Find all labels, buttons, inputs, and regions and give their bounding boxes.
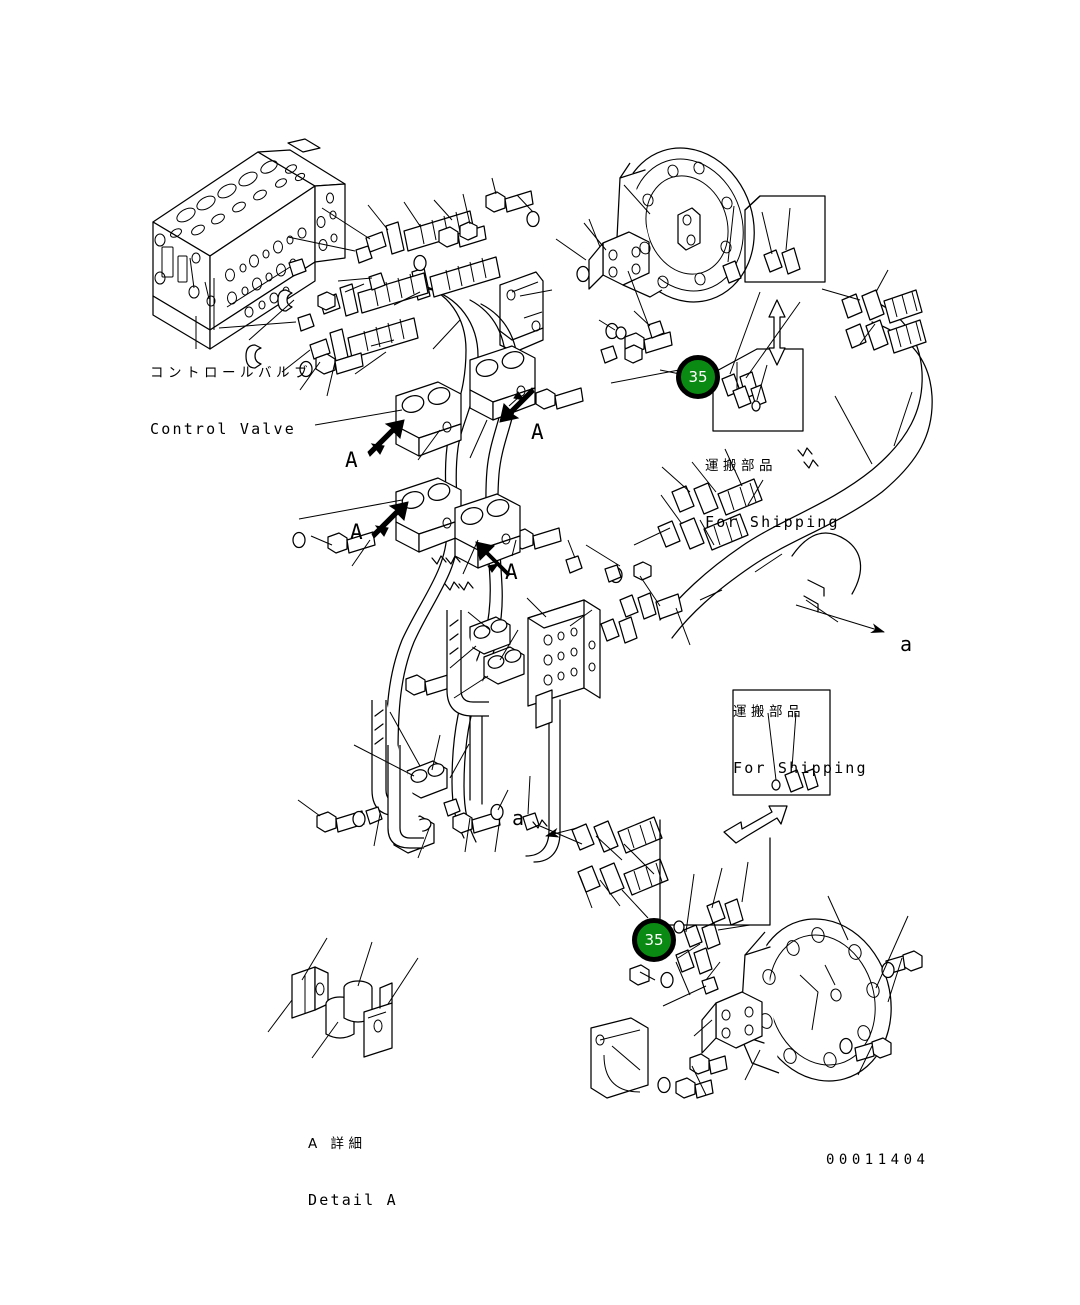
hose-guard-bracket-upper bbox=[499, 271, 544, 353]
callout-35-lower[interactable]: 35 bbox=[632, 918, 676, 962]
section-mark-a-4: A bbox=[505, 560, 518, 584]
for-shipping-lower-label-en: For Shipping bbox=[733, 758, 868, 777]
callout-35-upper-number: 35 bbox=[688, 368, 708, 386]
section-arrows bbox=[367, 387, 535, 577]
section-mark-a-2: A bbox=[531, 420, 544, 444]
swivel-joint-block bbox=[527, 599, 601, 729]
for-shipping-box-lower bbox=[659, 689, 831, 926]
label-control-valve: コントロールバルブ Control Valve bbox=[150, 327, 312, 477]
section-mark-a-1: A bbox=[345, 448, 358, 472]
reference-a-arrows bbox=[545, 579, 885, 838]
hose-guard-bracket-lower bbox=[590, 1017, 649, 1099]
swing-motor-housing-lower bbox=[701, 918, 892, 1082]
swing-motor-housing-upper bbox=[588, 147, 755, 303]
detail-a-label-jp: A 詳細 bbox=[308, 1136, 367, 1152]
control-valve-block bbox=[152, 138, 346, 350]
label-for-shipping-upper: 運搬部品 For Shipping bbox=[705, 420, 840, 570]
detail-a-label-en: Detail A bbox=[308, 1190, 398, 1209]
callout-35-lower-number: 35 bbox=[644, 931, 664, 949]
for-shipping-upper-label-jp: 運搬部品 bbox=[705, 458, 777, 474]
control-valve-label-en: Control Valve bbox=[150, 419, 296, 438]
port-plugs bbox=[288, 245, 386, 332]
label-detail-a: A 詳細 Detail A bbox=[308, 1098, 398, 1248]
section-mark-a-3: A bbox=[350, 520, 363, 544]
detail-a-assembly bbox=[291, 966, 393, 1058]
u-bend-tubes bbox=[371, 610, 489, 849]
label-for-shipping-lower: 運搬部品 For Shipping bbox=[733, 666, 868, 816]
hose-break-marks bbox=[431, 447, 819, 829]
for-shipping-lower-label-jp: 運搬部品 bbox=[733, 704, 805, 720]
callout-35-upper[interactable]: 35 bbox=[676, 355, 720, 399]
misc-small-parts bbox=[245, 289, 719, 995]
control-valve-label-jp: コントロールバルブ bbox=[150, 365, 312, 381]
hose-fitting-group-upper bbox=[309, 210, 501, 362]
ref-mark-a-middle: a bbox=[512, 806, 525, 830]
drawing-number: 00011404 bbox=[826, 1152, 930, 1168]
leader-lines bbox=[218, 177, 913, 1096]
for-shipping-upper-label-en: For Shipping bbox=[705, 512, 840, 531]
ref-mark-a-right: a bbox=[900, 632, 913, 656]
for-shipping-box-upper bbox=[712, 195, 826, 432]
